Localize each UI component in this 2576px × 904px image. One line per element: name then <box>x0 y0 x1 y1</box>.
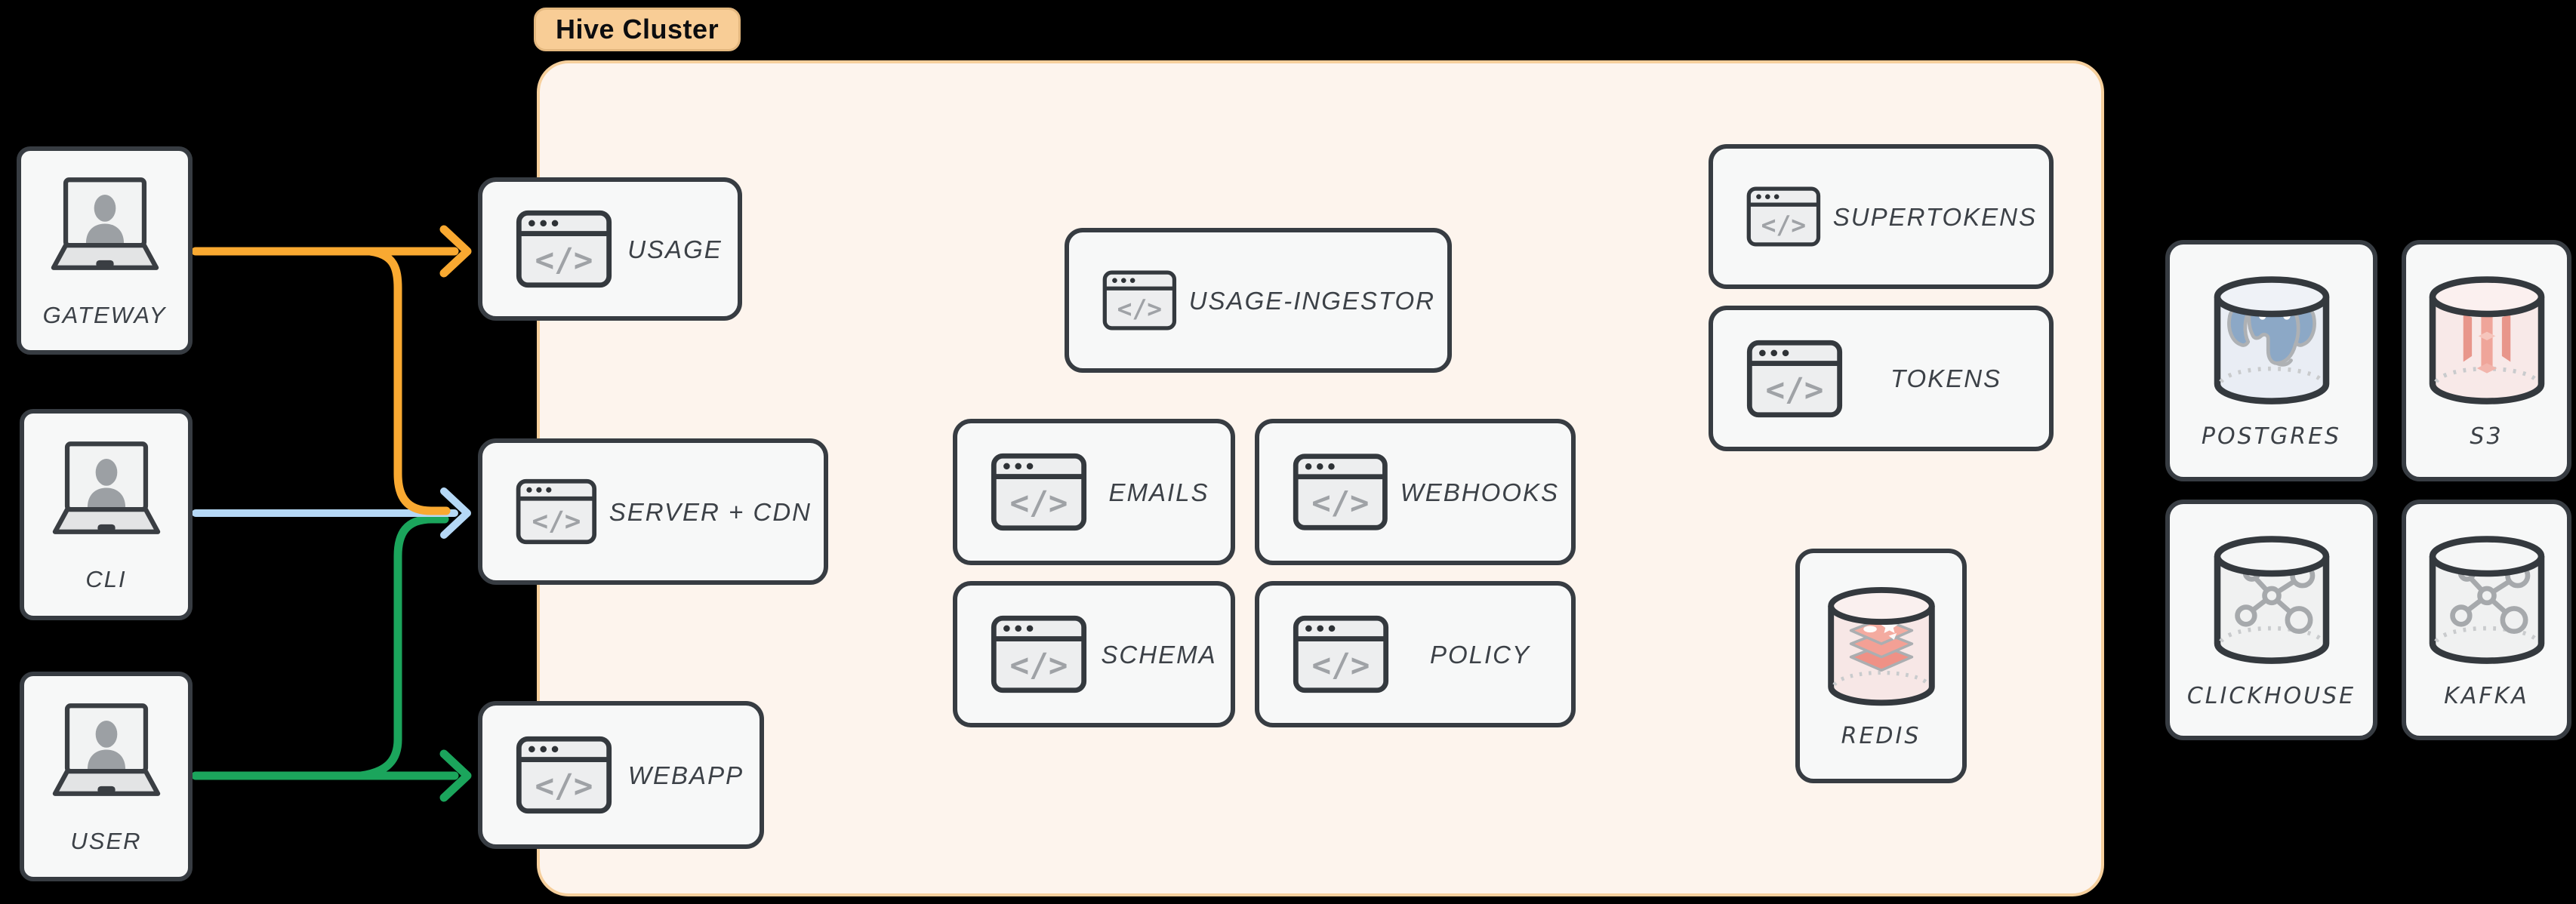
node-label: CLI <box>85 565 127 592</box>
code-window-icon: </> <box>991 615 1087 693</box>
node-gateway: GATEWAY <box>17 146 193 355</box>
clickhouse-database-icon <box>2214 535 2329 664</box>
kafka-database-icon <box>2429 535 2544 664</box>
svg-text:</>: </> <box>1312 647 1370 684</box>
laptop-user-icon <box>52 441 160 534</box>
node-user: USER <box>20 672 193 881</box>
laptop-user-icon <box>51 177 159 270</box>
svg-text:</>: </> <box>1117 294 1162 323</box>
node-usage-ingestor: </> USAGE-INGESTOR <box>1065 228 1452 373</box>
node-clickhouse: CLICKHOUSE <box>2165 500 2377 740</box>
node-label: S3 <box>2470 423 2504 450</box>
hive-cluster-label: Hive Cluster <box>556 14 719 45</box>
laptop-user-icon <box>52 703 160 796</box>
code-window-icon: </> <box>516 210 612 288</box>
node-cli: CLI <box>20 409 193 620</box>
node-postgres: POSTGRES <box>2165 240 2377 481</box>
code-window-icon: </> <box>1293 615 1389 693</box>
node-label: KAFKA <box>2444 682 2529 709</box>
arrowhead-webapp <box>439 749 472 802</box>
arrowhead-server-cdn <box>440 487 471 539</box>
node-supertokens: </> SUPERTOKENS <box>1709 144 2054 289</box>
edge-gateway-group <box>191 225 472 515</box>
node-label: TOKENS <box>1890 364 2002 392</box>
svg-text:</>: </> <box>1761 210 1806 239</box>
hive-cluster-badge: Hive Cluster <box>534 8 741 51</box>
edge-user-to-server-cdn <box>356 515 449 780</box>
node-label: USAGE <box>627 235 723 263</box>
node-server-cdn: </> SERVER + CDN <box>478 438 828 585</box>
node-schema: </> SCHEMA <box>953 581 1235 727</box>
node-usage: </> USAGE <box>478 177 742 321</box>
code-window-icon: </> <box>1102 270 1177 331</box>
node-label: SERVER + CDN <box>609 497 812 526</box>
svg-text:</>: </> <box>1766 371 1824 408</box>
edge-user-group <box>191 515 472 802</box>
node-label: EMAILS <box>1108 478 1209 506</box>
node-label: SUPERTOKENS <box>1832 202 2037 231</box>
code-window-icon: </> <box>1746 340 1843 417</box>
arrowhead-usage <box>439 225 472 278</box>
node-s3: S3 <box>2402 240 2571 481</box>
svg-text:</>: </> <box>1010 484 1068 522</box>
node-webhooks: </> WEBHOOKS <box>1255 419 1576 565</box>
node-label: CLICKHOUSE <box>2186 682 2356 709</box>
svg-text:</>: </> <box>535 241 593 279</box>
node-webapp: </> WEBAPP <box>478 701 764 849</box>
postgres-database-icon <box>2214 276 2329 404</box>
code-window-icon: </> <box>1293 454 1388 530</box>
node-label: POSTGRES <box>2201 423 2342 450</box>
code-window-icon: </> <box>516 478 597 545</box>
node-label: WEBAPP <box>627 761 744 789</box>
node-redis: REDIS <box>1795 549 1967 783</box>
edge-gateway-to-server-cdn <box>365 247 451 515</box>
svg-text:</>: </> <box>535 767 593 805</box>
node-label: SCHEMA <box>1101 640 1217 669</box>
node-label: USER <box>70 827 142 854</box>
code-window-icon: </> <box>991 453 1087 531</box>
svg-text:</>: </> <box>1010 647 1068 684</box>
node-tokens: </> TOKENS <box>1709 306 2054 451</box>
svg-text:</>: </> <box>532 506 581 537</box>
s3-database-icon <box>2429 276 2544 404</box>
redis-database-icon <box>1827 586 1935 706</box>
node-label: REDIS <box>1841 723 1921 749</box>
node-label: POLICY <box>1429 640 1531 669</box>
svg-text:</>: </> <box>1311 484 1369 521</box>
code-window-icon: </> <box>1746 186 1821 247</box>
node-label: USAGE-INGESTOR <box>1188 286 1435 315</box>
node-emails: </> EMAILS <box>953 419 1235 565</box>
node-label: WEBHOOKS <box>1400 478 1559 506</box>
code-window-icon: </> <box>516 736 612 814</box>
node-label: GATEWAY <box>42 301 167 328</box>
edge-cli-group <box>192 487 471 539</box>
node-kafka: KAFKA <box>2402 500 2571 740</box>
node-policy: </> POLICY <box>1255 581 1576 727</box>
